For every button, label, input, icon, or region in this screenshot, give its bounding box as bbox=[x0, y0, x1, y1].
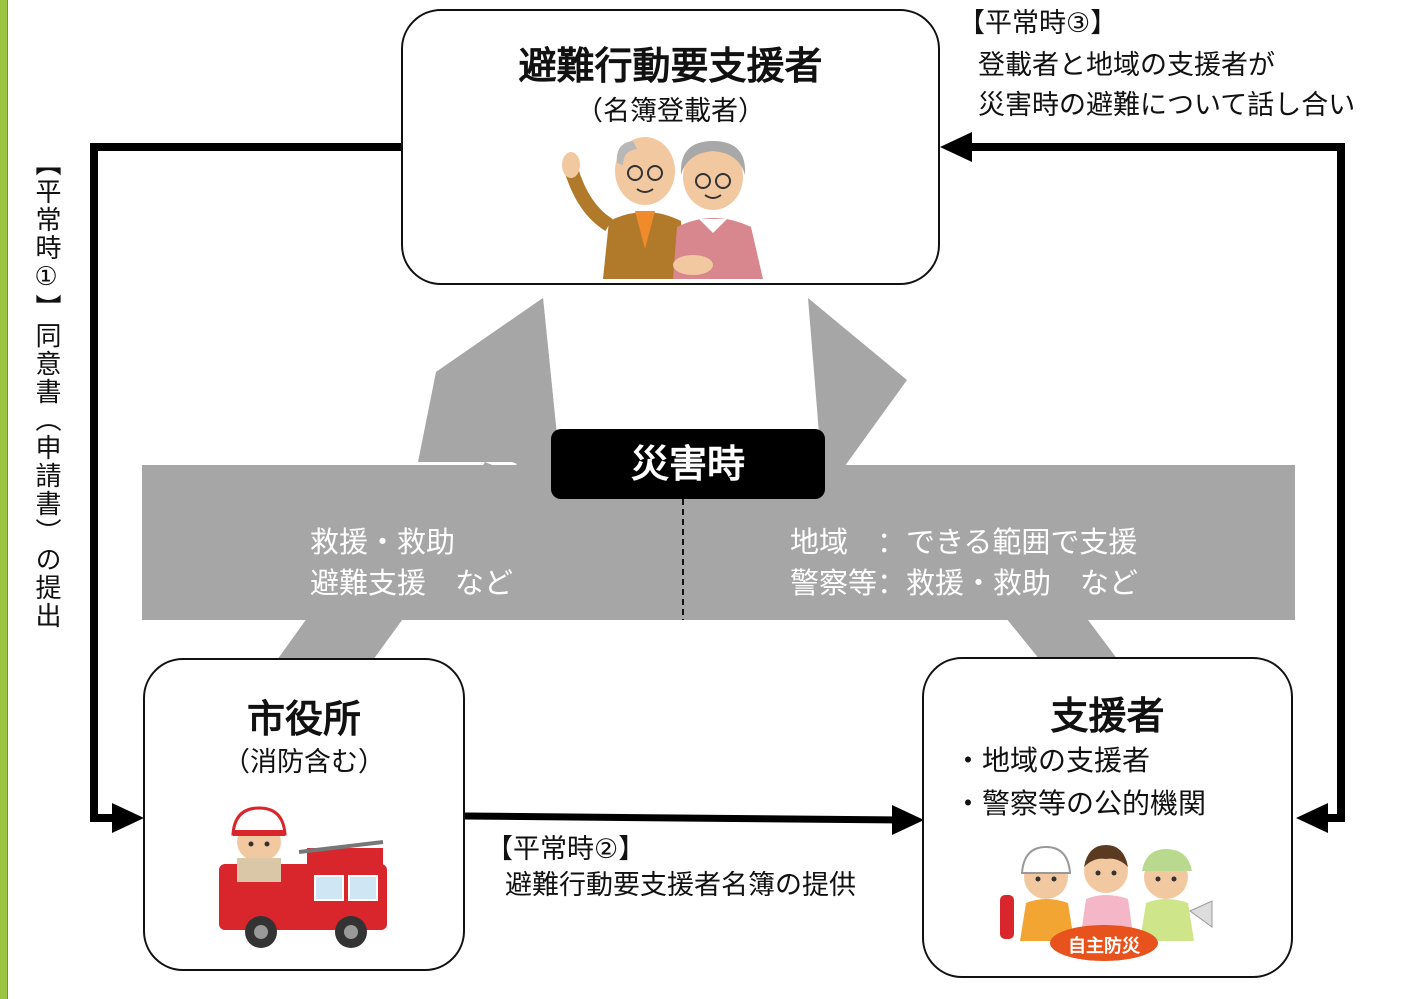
community-badge: 自主防災 bbox=[1068, 936, 1140, 957]
node-subtitle: （名簿登載者） bbox=[576, 96, 765, 127]
band-right-line-1: 地域 ：できる範囲で支援 bbox=[790, 525, 1138, 559]
step3-label-line-1: 【平常時③】 bbox=[958, 8, 1118, 39]
supporter-list: ・地域の支援者 ・警察等の公的機関 bbox=[954, 739, 1206, 825]
fire-truck-icon bbox=[219, 806, 387, 948]
elderly-couple-icon bbox=[562, 137, 763, 279]
disaster-time-badge: 災害時 bbox=[551, 429, 825, 499]
node-title: 避難行動要支援者 bbox=[518, 44, 823, 88]
step3-label-line-3: 災害時の避難について話し合い bbox=[978, 90, 1356, 121]
node-evacuation-support-target: 避難行動要支援者 （名簿登載者） bbox=[401, 9, 940, 285]
step3-arrowhead-right bbox=[1296, 803, 1328, 833]
step2-arrowhead bbox=[892, 805, 924, 835]
community-supporters-icon bbox=[1000, 845, 1213, 961]
step1-connector bbox=[90, 143, 402, 822]
left-sidebar-strip bbox=[0, 0, 8, 999]
node-title: 市役所 bbox=[246, 697, 361, 741]
step2-connector bbox=[464, 812, 899, 824]
disaster-arrow-right-head bbox=[808, 298, 907, 495]
step2-label-line-2: 避難行動要支援者名簿の提供 bbox=[505, 870, 856, 901]
node-subtitle: （消防含む） bbox=[223, 747, 385, 778]
step2-label-line-1: 【平常時②】 bbox=[486, 834, 646, 865]
step1-label: 【平常時①】同意書（申請書）の提出 bbox=[31, 150, 61, 630]
node-title: 支援者 bbox=[1050, 694, 1165, 738]
node-city-hall: 市役所 （消防含む） bbox=[143, 658, 465, 971]
step3-label-line-2: 登載者と地域の支援者が bbox=[978, 50, 1275, 81]
list-item: ・警察等の公的機関 bbox=[954, 787, 1207, 820]
disaster-arrow-left-head bbox=[436, 298, 563, 495]
step1-arrowhead bbox=[112, 803, 144, 833]
band-left-line-2: 避難支援 など bbox=[310, 566, 514, 600]
step3-connector bbox=[966, 143, 1345, 822]
band-right-line-2: 警察等：救援・救助 など bbox=[790, 566, 1139, 600]
node-supporters: 支援者 ・地域の支援者 ・警察等の公的機関 自主防災 bbox=[922, 657, 1293, 978]
band-left-line-1: 救援・救助 bbox=[310, 525, 456, 559]
step3-arrowhead-top bbox=[940, 132, 972, 162]
list-item: ・地域の支援者 bbox=[954, 744, 1151, 777]
